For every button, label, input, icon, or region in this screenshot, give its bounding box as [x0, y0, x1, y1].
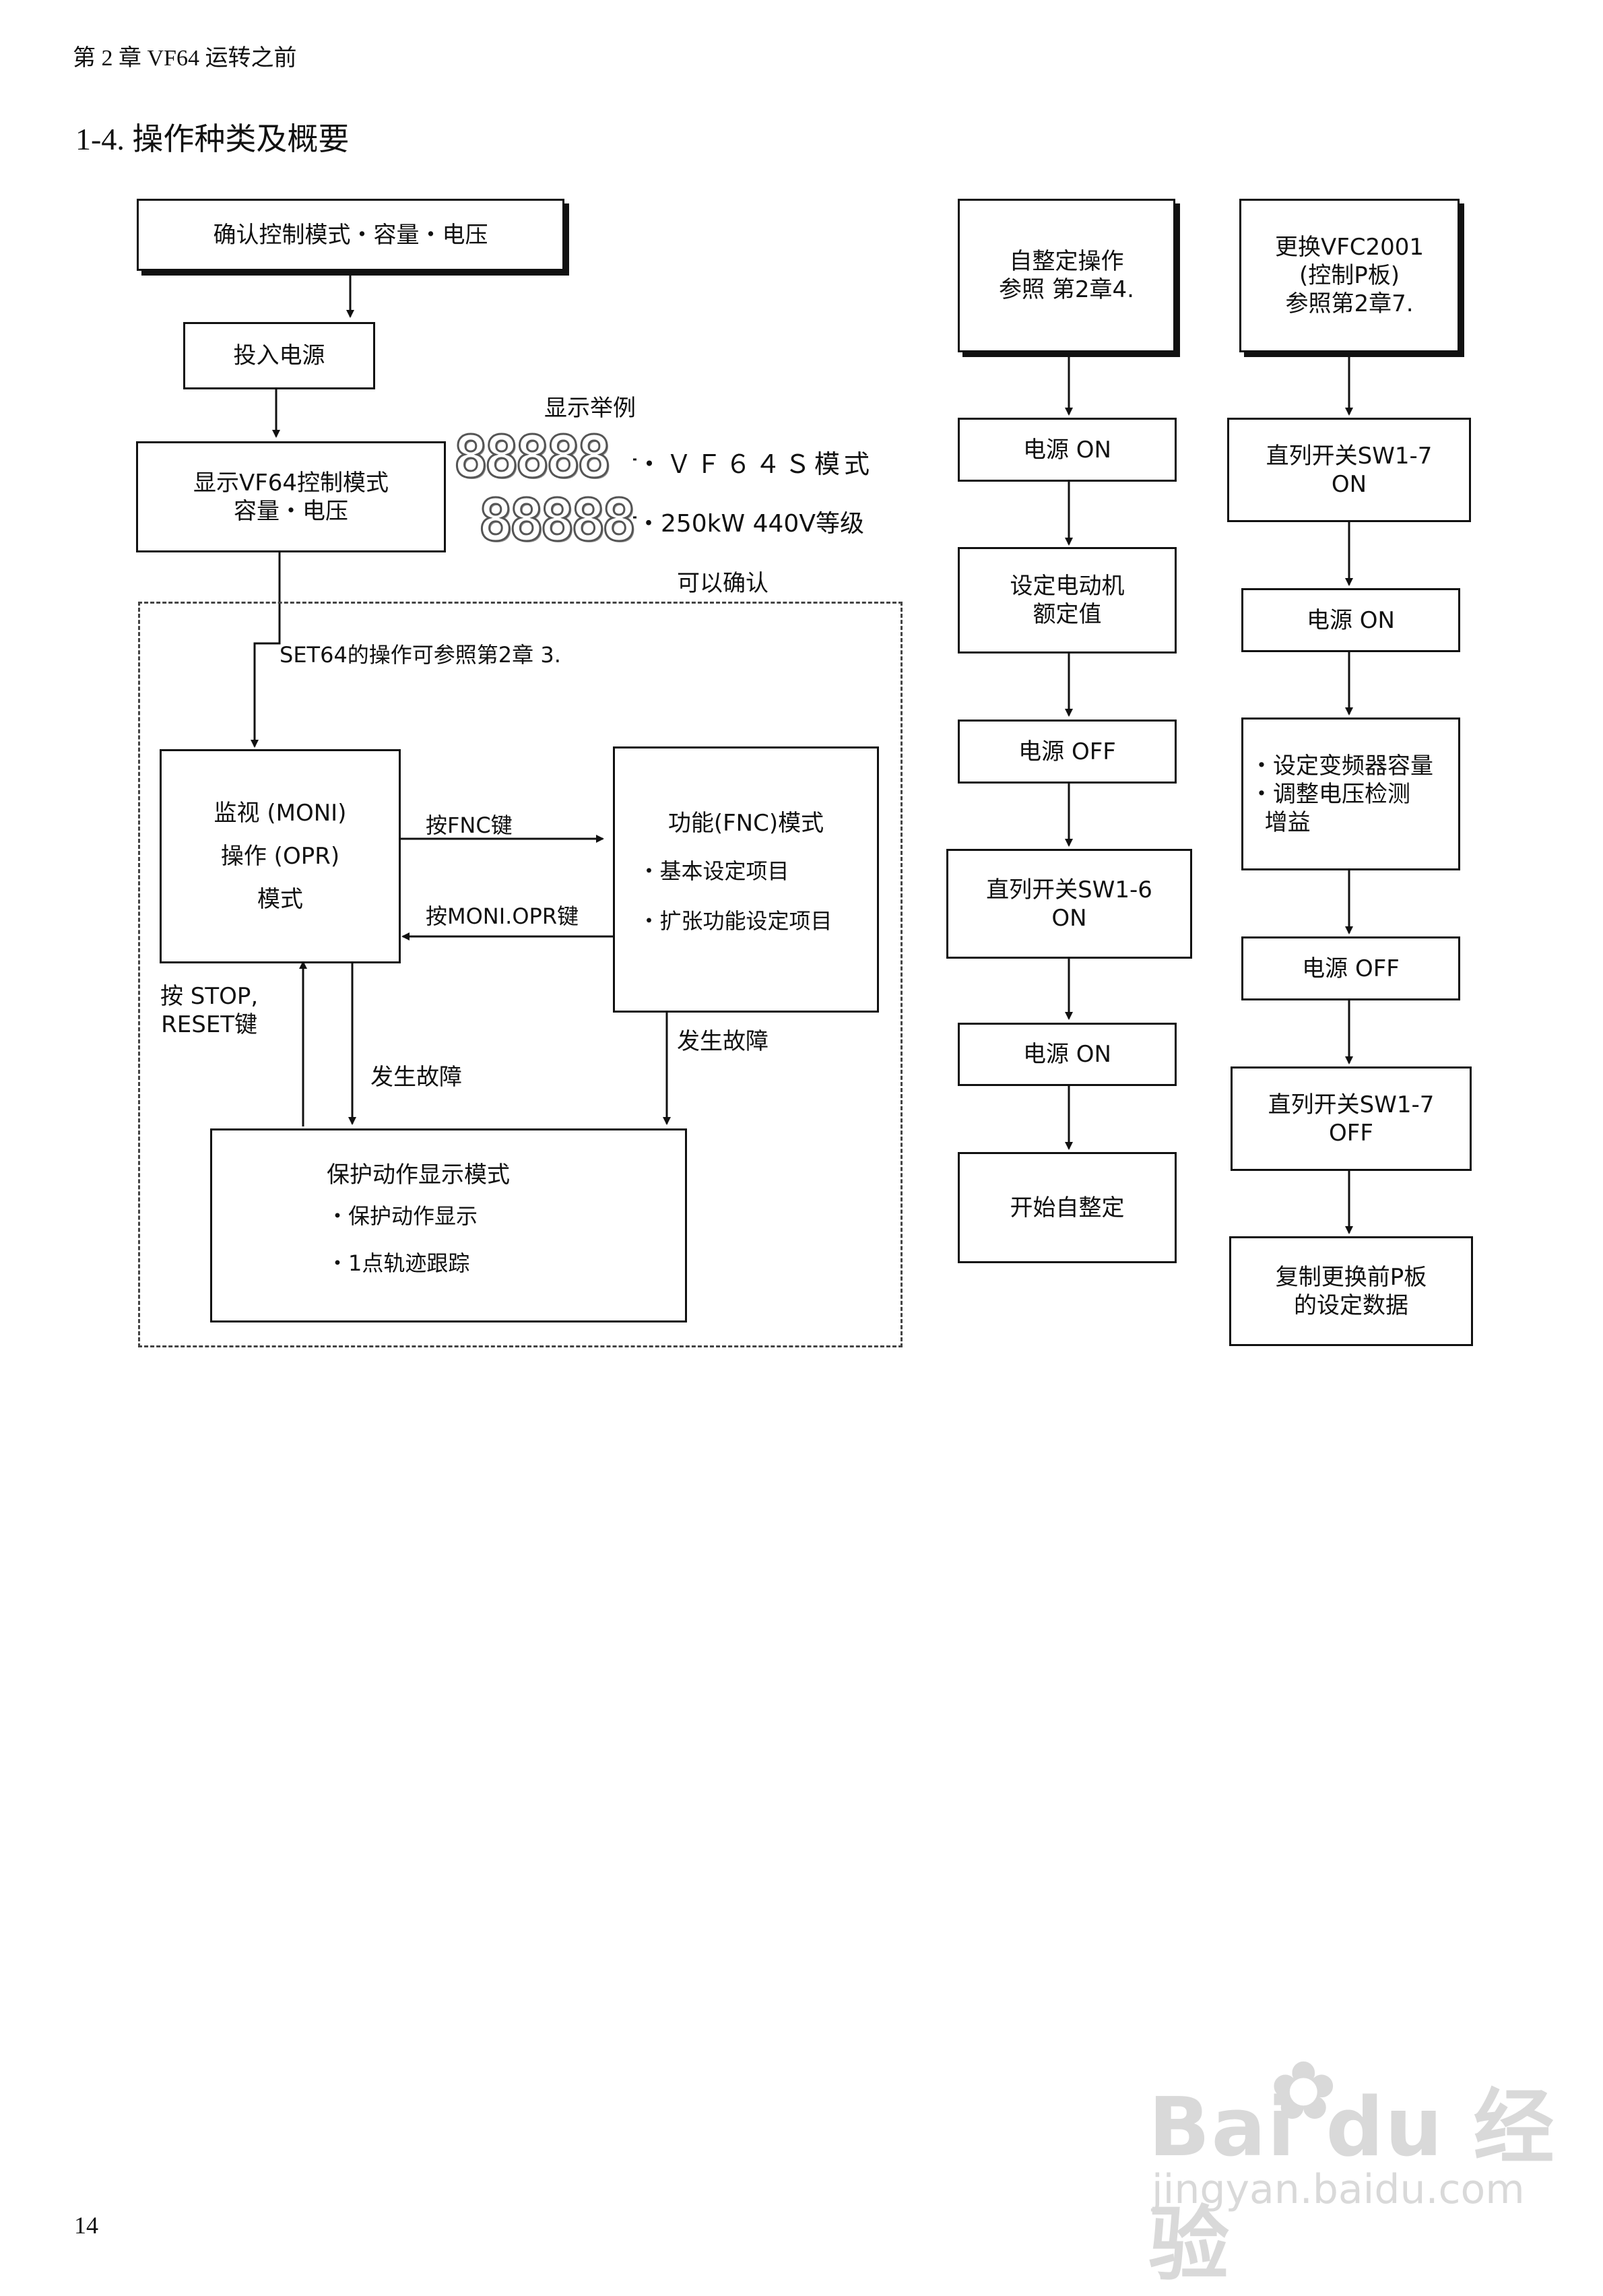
- page-number: 14: [74, 2212, 98, 2239]
- replace-board-title-box: 更换VFC2001 (控制P板) 参照第2章7.: [1239, 199, 1460, 352]
- example-label: 显示举例: [544, 395, 636, 422]
- baidu-watermark-url: jingyan.baidu.com: [1152, 2166, 1525, 2213]
- replace-board-title: 更换VFC2001 (控制P板) 参照第2章7.: [1274, 234, 1425, 317]
- set64-note: SET64的操作可参照第2章 3.: [280, 642, 561, 668]
- baidu-watermark-logo: Bai du 经验: [1148, 2081, 1556, 2292]
- seven-seg-display-1: 88888: [453, 424, 613, 491]
- protection-mode-title: 保护动作显示模式: [327, 1161, 510, 1188]
- confirm-mode-text: 确认控制模式・容量・电压: [213, 221, 488, 249]
- mid-step-4-text: 直列开关SW1-6 ON: [986, 876, 1152, 932]
- fnc-mode-box: 功能(FNC)模式 ・基本设定项目 ・扩张功能设定项目: [613, 746, 879, 1013]
- power-in-text: 投入电源: [233, 342, 325, 369]
- protection-item-trace: ・1点轨迹跟踪: [327, 1250, 470, 1276]
- arrow-display-to-moni: [251, 552, 281, 748]
- fnc-item-extended: ・扩张功能设定项目: [638, 908, 832, 934]
- auto-tuning-title-box: 自整定操作 参照 第2章4.: [958, 199, 1175, 352]
- right-step-4: 电源 OFF: [1241, 936, 1460, 1000]
- mid-step-1: 电源 ON: [958, 418, 1177, 482]
- right-step-4-text: 电源 OFF: [1302, 955, 1400, 982]
- press-fnc-label: 按FNC键: [426, 812, 513, 838]
- protection-mode-box: 保护动作显示模式 ・保护动作显示 ・1点轨迹跟踪: [210, 1128, 687, 1322]
- power-in-box: 投入电源: [183, 322, 375, 389]
- auto-tuning-title: 自整定操作 参照 第2章4.: [999, 248, 1134, 303]
- confirm-mode-box: 确认控制模式・容量・电压: [137, 199, 564, 271]
- fault-label-2: 发生故障: [677, 1028, 768, 1055]
- fault-label-1: 发生故障: [370, 1064, 462, 1091]
- section-title: 1-4. 操作种类及概要: [75, 122, 350, 156]
- right-step-3-text: ・设定变频器容量 ・调整电压检测 增益: [1250, 752, 1433, 836]
- can-confirm-label: 可以确认: [677, 570, 768, 597]
- moni-opr-mode-box: 监视 (MONI) 操作 (OPR) 模式: [160, 749, 401, 963]
- right-step-6-text: 复制更换前P板 的设定数据: [1275, 1263, 1427, 1319]
- right-step-3: ・设定变频器容量 ・调整电压检测 增益: [1241, 718, 1460, 870]
- mid-step-1-text: 电源 ON: [1022, 436, 1111, 464]
- mid-step-3: 电源 OFF: [958, 720, 1177, 784]
- right-step-1-text: 直列开关SW1-7 ON: [1266, 442, 1433, 498]
- chapter-header: 第 2 章 VF64 运转之前: [73, 46, 297, 71]
- right-step-2-text: 电源 ON: [1306, 606, 1395, 634]
- right-step-5: 直列开关SW1-7 OFF: [1231, 1066, 1472, 1171]
- right-step-1: 直列开关SW1-7 ON: [1227, 418, 1471, 522]
- right-step-6: 复制更换前P板 的设定数据: [1229, 1236, 1473, 1346]
- fnc-mode-title: 功能(FNC)模式: [667, 810, 824, 837]
- baidu-paw-icon: ✿: [1270, 2045, 1338, 2138]
- mid-step-6-text: 开始自整定: [1010, 1194, 1125, 1221]
- mid-step-5: 电源 ON: [958, 1023, 1177, 1086]
- mid-step-3-text: 电源 OFF: [1018, 738, 1116, 765]
- press-moni-label: 按MONI.OPR键: [426, 903, 579, 929]
- mid-step-4: 直列开关SW1-6 ON: [946, 849, 1192, 959]
- display-mode-text: 显示VF64控制模式 容量・电压: [193, 469, 389, 525]
- mid-step-2-text: 设定电动机 额定值: [1010, 573, 1125, 628]
- right-step-2: 电源 ON: [1241, 588, 1460, 652]
- example-mode-text: ・ＶＦ６４Ｓ模式: [636, 449, 874, 479]
- protection-item-display: ・保护动作显示: [327, 1203, 478, 1229]
- fnc-item-basic: ・基本设定项目: [638, 858, 789, 884]
- display-mode-box: 显示VF64控制模式 容量・电压: [136, 441, 446, 552]
- right-step-5-text: 直列开关SW1-7 OFF: [1268, 1091, 1435, 1147]
- mid-step-2: 设定电动机 额定值: [958, 547, 1177, 653]
- example-capacity-text: ・250kW 440V等级: [636, 510, 864, 538]
- mid-step-5-text: 电源 ON: [1022, 1041, 1111, 1068]
- moni-opr-mode-text: 监视 (MONI) 操作 (OPR) 模式: [214, 800, 347, 913]
- press-stop-reset-label: 按 STOP, RESET键: [160, 983, 259, 1038]
- mid-step-6: 开始自整定: [958, 1152, 1177, 1263]
- operation-region: [138, 602, 903, 1347]
- seven-seg-display-2: 88888: [478, 487, 638, 554]
